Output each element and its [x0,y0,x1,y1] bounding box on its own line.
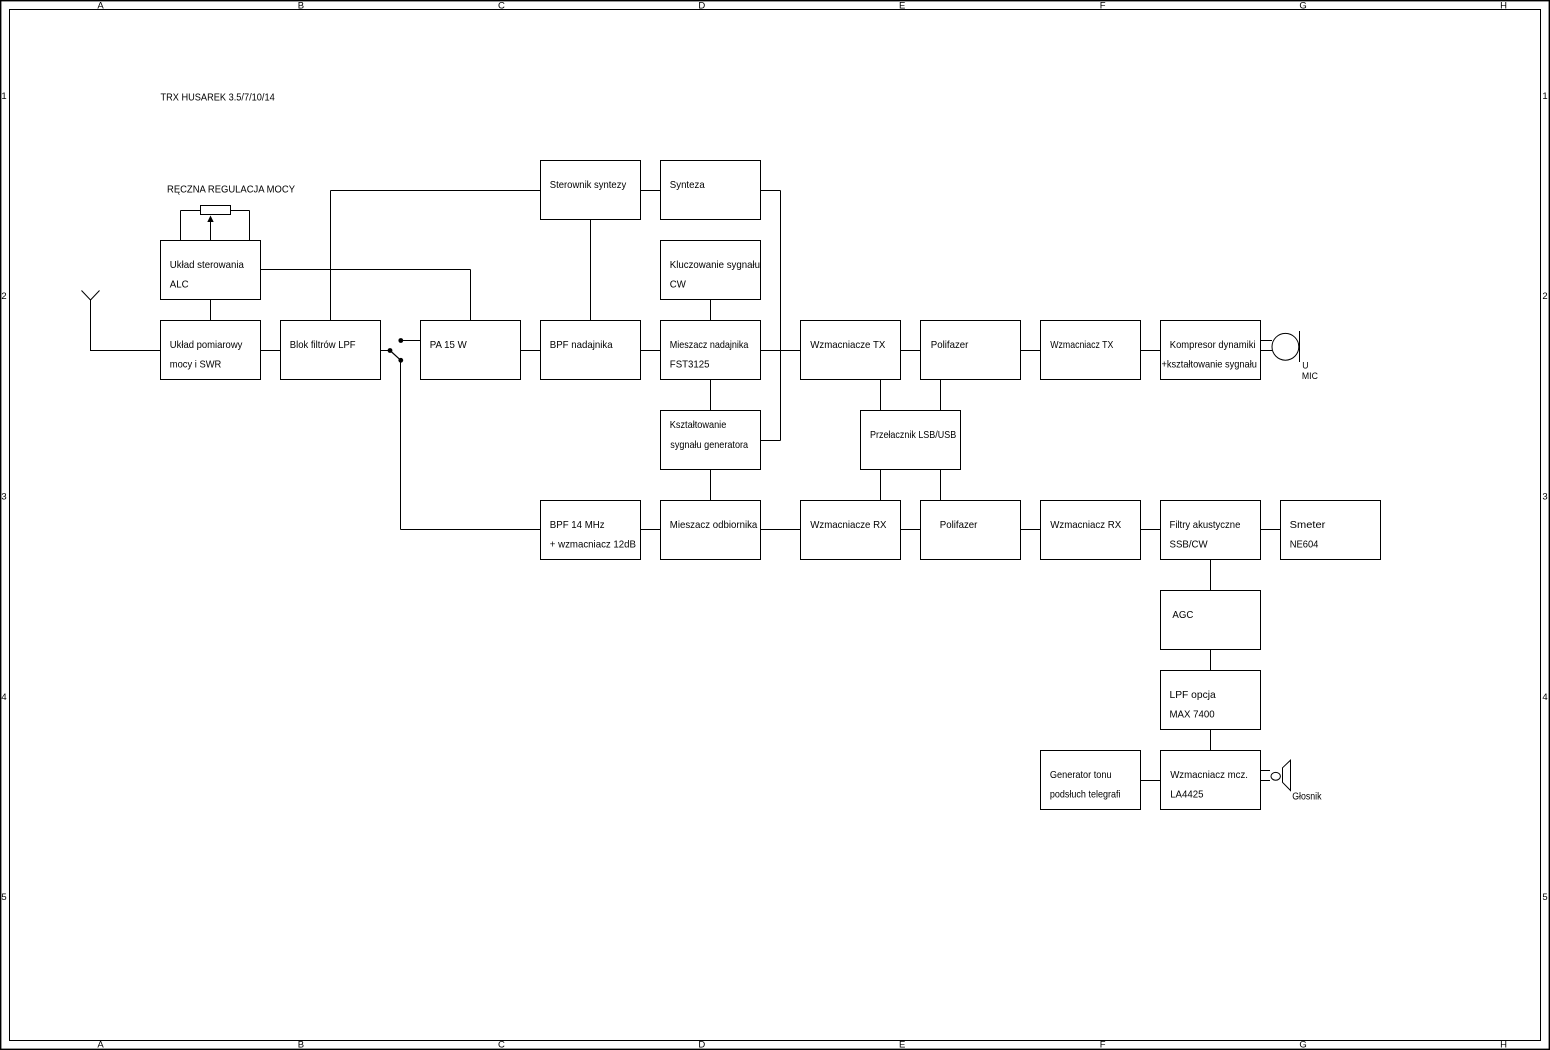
svg-text:Polifazer: Polifazer [931,339,969,351]
svg-text:Generator tonu: Generator tonu [1050,769,1112,781]
svg-text:F: F [1100,1,1106,12]
svg-text:3: 3 [1,492,6,503]
svg-text:Wzmacniacz mcz.: Wzmacniacz mcz. [1170,769,1248,781]
svg-text:H: H [1500,1040,1507,1050]
svg-text:4: 4 [1542,692,1547,703]
svg-text:MIC: MIC [1302,371,1318,382]
svg-text:AGC: AGC [1172,609,1193,621]
svg-text:G: G [1299,1040,1306,1050]
svg-text:Głosnik: Głosnik [1292,791,1322,803]
svg-text:2: 2 [1,291,6,302]
svg-text:4: 4 [1,692,6,703]
svg-text:Filtry akustyczne: Filtry akustyczne [1170,519,1241,531]
svg-text:BPF 14 MHz: BPF 14 MHz [550,519,605,531]
svg-text:Blok filtrów LPF: Blok filtrów LPF [290,339,356,351]
svg-text:A: A [97,1040,104,1050]
svg-text:E: E [899,1040,905,1050]
svg-text:PA 15 W: PA 15 W [430,339,467,351]
svg-text:Polifazer: Polifazer [940,519,978,531]
svg-text:H: H [1500,1,1507,12]
svg-text:U: U [1302,360,1308,371]
svg-text:Sterownik syntezy: Sterownik syntezy [550,179,627,191]
svg-text:1: 1 [1,91,6,102]
svg-text:1: 1 [1542,91,1547,102]
svg-text:Kształtowanie: Kształtowanie [670,419,727,431]
svg-text:Przełacznik LSB/USB: Przełacznik LSB/USB [870,429,956,441]
svg-text:D: D [698,1040,705,1050]
svg-text:5: 5 [1542,892,1547,903]
svg-text:mocy i SWR: mocy i SWR [170,359,222,371]
svg-text:Układ pomiarowy: Układ pomiarowy [170,339,243,351]
svg-text:2: 2 [1542,291,1547,302]
svg-text:Mieszacz odbiornika: Mieszacz odbiornika [670,519,758,531]
svg-text:Wzmacniacz TX: Wzmacniacz TX [1050,339,1113,351]
svg-text:LA4425: LA4425 [1170,789,1203,801]
svg-text:FST3125: FST3125 [670,359,710,371]
svg-text:C: C [498,1040,505,1050]
svg-text:Wzmacniacz RX: Wzmacniacz RX [1050,519,1121,531]
svg-text:G: G [1299,1,1306,12]
svg-text:SSB/CW: SSB/CW [1170,539,1208,551]
svg-text:TRX HUSAREK 3.5/7/10/14: TRX HUSAREK 3.5/7/10/14 [161,91,275,103]
svg-text:LPF opcja: LPF opcja [1170,689,1216,701]
svg-text:C: C [498,1,505,12]
svg-text:sygnału generatora: sygnału generatora [670,439,748,451]
svg-text:Synteza: Synteza [670,179,705,191]
svg-text:A: A [97,1,104,12]
svg-text:ALC: ALC [170,279,189,291]
svg-text:Mieszacz nadajnika: Mieszacz nadajnika [670,339,749,351]
svg-text:B: B [298,1040,304,1050]
svg-text:NE604: NE604 [1290,539,1319,551]
svg-text:RĘCZNA REGULACJA MOCY: RĘCZNA REGULACJA MOCY [167,184,295,196]
svg-text:Kompresor dynamiki: Kompresor dynamiki [1170,339,1256,351]
svg-text:3: 3 [1542,492,1547,503]
svg-text:podsłuch telegrafi: podsłuch telegrafi [1050,789,1121,801]
svg-text:+kształtowanie sygnału: +kształtowanie sygnału [1162,359,1258,371]
svg-text:Wzmacniacze TX: Wzmacniacze TX [810,339,885,351]
svg-text:Układ sterowania: Układ sterowania [170,259,244,271]
svg-text:CW: CW [670,279,686,291]
svg-text:B: B [298,1,304,12]
svg-text:Wzmacniacze RX: Wzmacniacze RX [810,519,886,531]
svg-text:+ wzmacniacz 12dB: + wzmacniacz 12dB [550,539,636,551]
svg-text:D: D [698,1,705,12]
svg-text:5: 5 [1,892,6,903]
svg-text:Smeter: Smeter [1290,519,1326,531]
svg-text:BPF nadajnika: BPF nadajnika [550,339,613,351]
svg-text:F: F [1100,1040,1106,1050]
svg-text:MAX 7400: MAX 7400 [1170,709,1215,721]
svg-text:Kluczowanie sygnału: Kluczowanie sygnału [670,259,760,271]
svg-text:E: E [899,1,905,12]
